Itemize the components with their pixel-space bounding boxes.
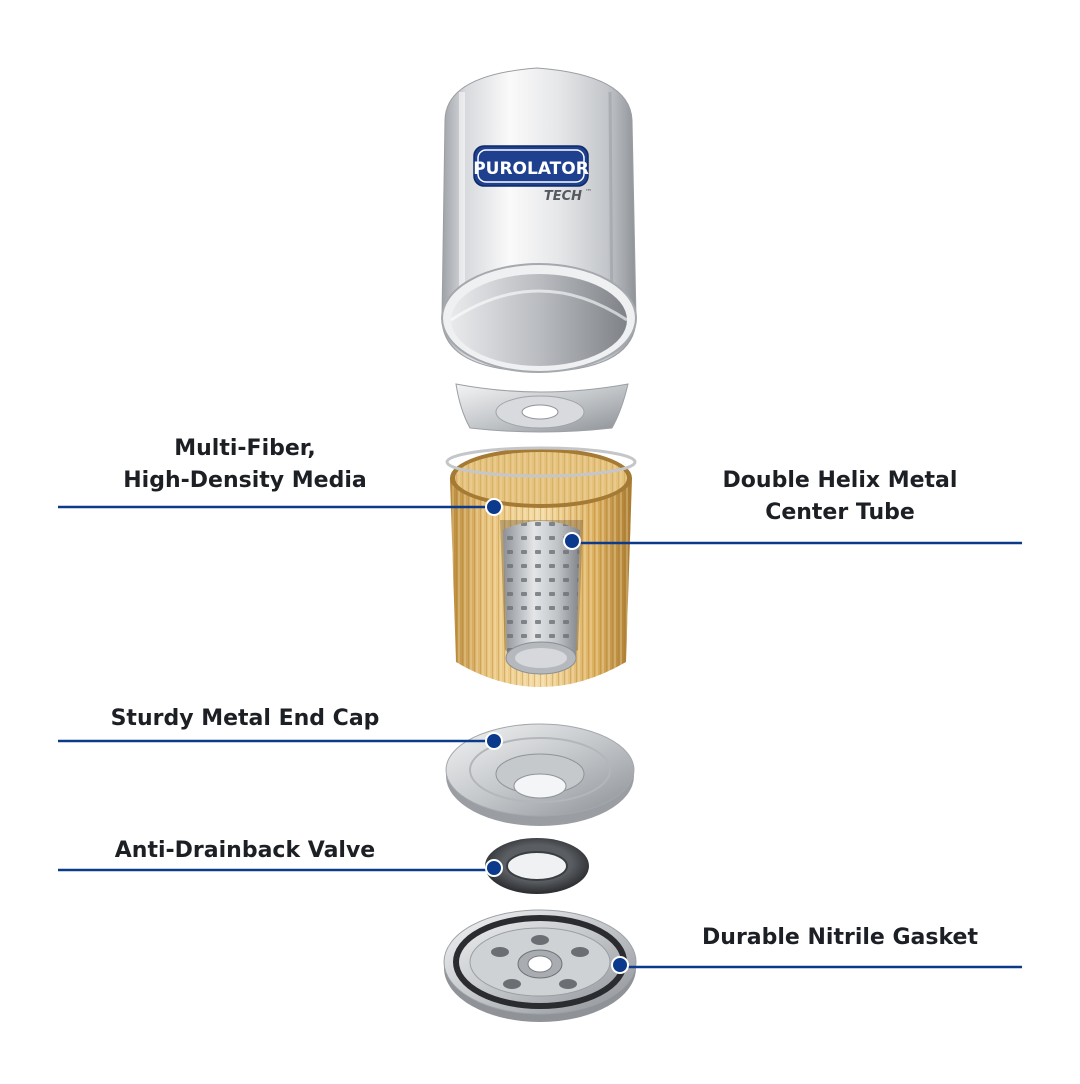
filter-canister bbox=[441, 67, 637, 373]
spring-plate bbox=[455, 383, 629, 433]
callout-dot bbox=[485, 859, 503, 877]
label-center-tube: Double Helix Metal Center Tube bbox=[700, 465, 980, 529]
callout-dot bbox=[485, 732, 503, 750]
label-media-line2: High-Density Media bbox=[123, 468, 367, 493]
leader-center-tube bbox=[563, 532, 1022, 550]
brand-sub: TECH bbox=[544, 189, 582, 204]
base-plate-gasket bbox=[443, 909, 637, 1022]
label-valve: Anti-Drainback Valve bbox=[114, 838, 376, 863]
callout-dot bbox=[611, 956, 629, 974]
anti-drainback-valve bbox=[485, 838, 589, 894]
callout-dot bbox=[485, 498, 503, 516]
center-tube bbox=[503, 521, 580, 675]
leader-gasket bbox=[611, 956, 1022, 974]
label-end-cap: Sturdy Metal End Cap bbox=[110, 706, 380, 731]
purolator-logo: PUROLATOR TECH ™ bbox=[473, 145, 592, 204]
metal-end-cap bbox=[445, 723, 635, 826]
leader-valve bbox=[58, 859, 503, 877]
brand-name: PUROLATOR bbox=[473, 159, 589, 179]
brand-trademark: ™ bbox=[585, 188, 592, 196]
label-tube-line2: Center Tube bbox=[765, 500, 915, 525]
label-media-line1: Multi-Fiber, bbox=[174, 436, 316, 461]
callout-dot bbox=[563, 532, 581, 550]
label-media: Multi-Fiber, High-Density Media bbox=[92, 433, 398, 497]
label-tube-line1: Double Helix Metal bbox=[722, 468, 958, 493]
leader-media bbox=[58, 498, 503, 516]
label-gasket: Durable Nitrile Gasket bbox=[702, 925, 978, 950]
leader-end-cap bbox=[58, 732, 503, 750]
